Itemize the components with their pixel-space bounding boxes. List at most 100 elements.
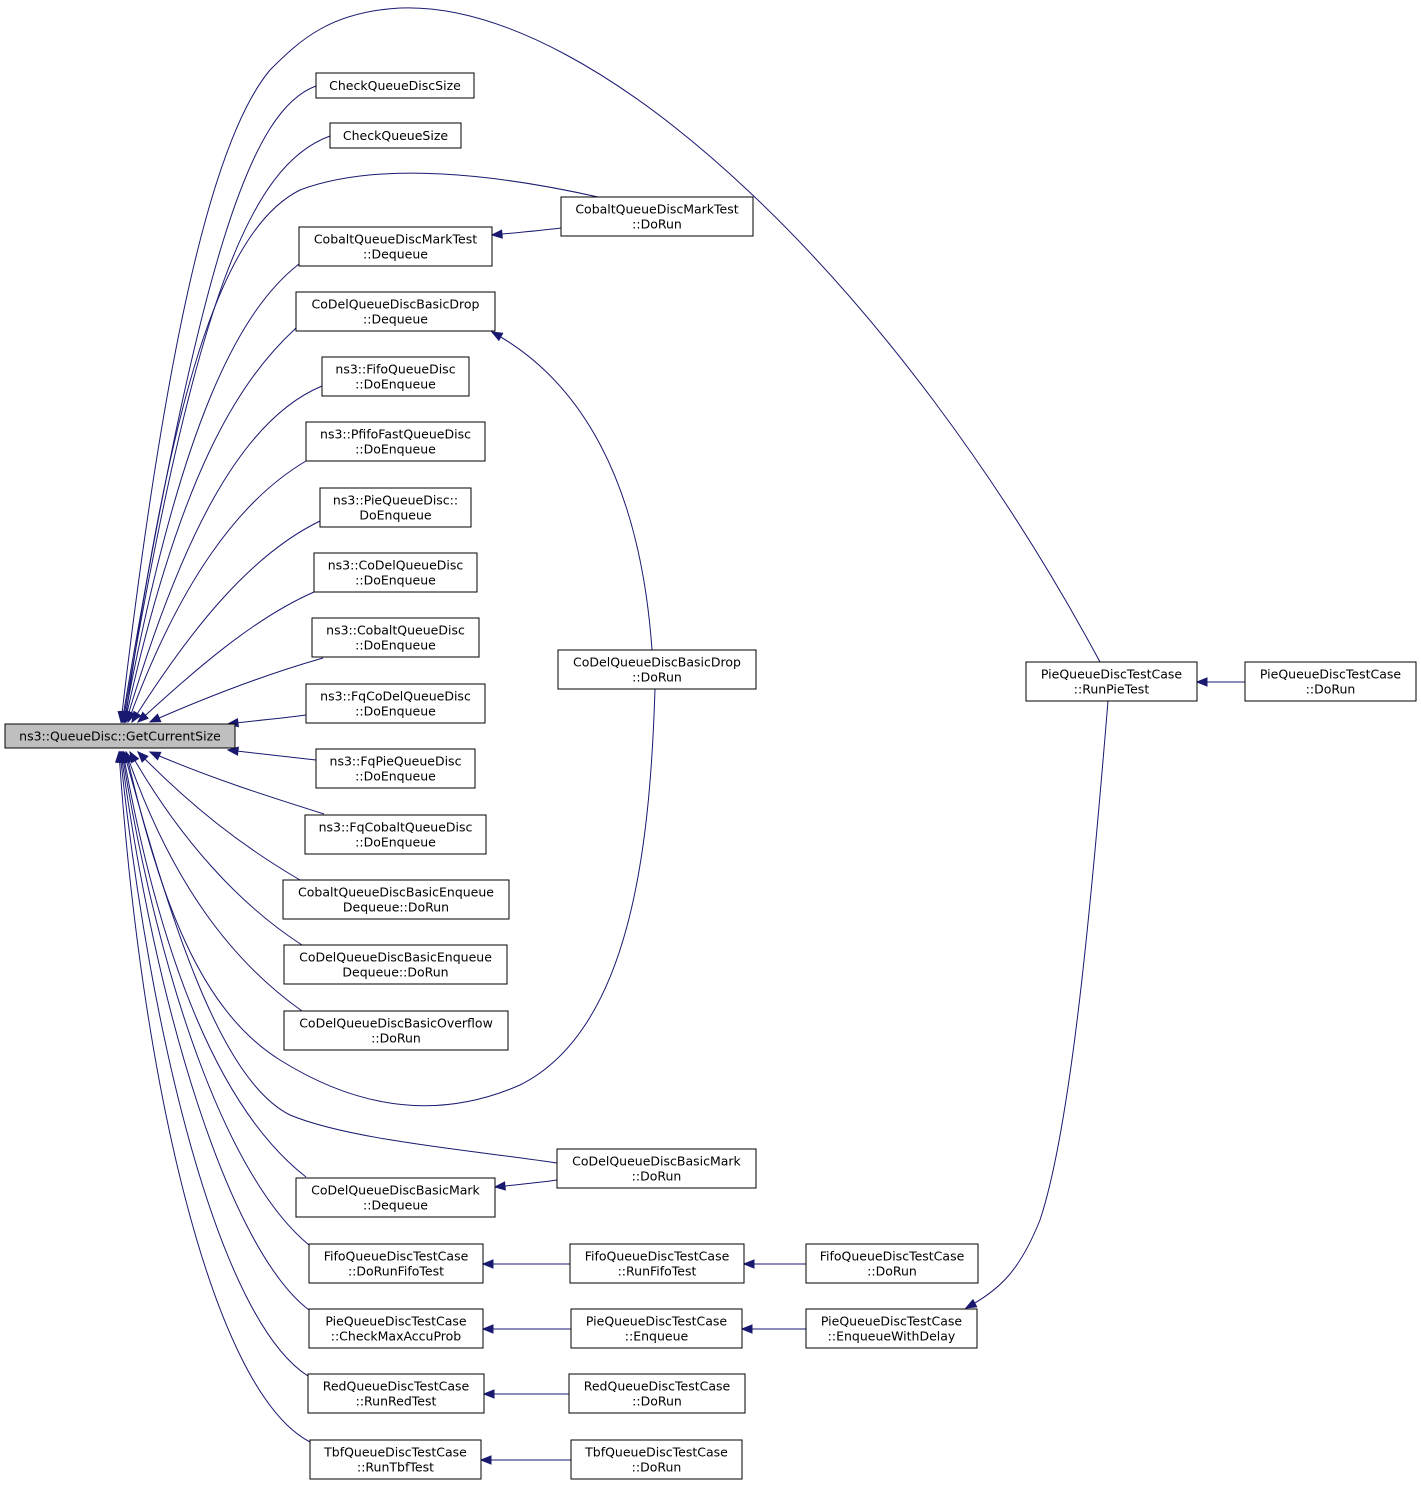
node-box (308, 1243, 484, 1284)
edge-line (124, 172, 599, 723)
node-box (298, 226, 493, 267)
arrowhead-icon (148, 751, 162, 761)
edge-line (125, 751, 303, 1012)
arrowhead-icon (490, 331, 504, 342)
node-pie-dorun[interactable]: PieQueueDiscTestCase::DoRun (1244, 661, 1417, 702)
node-red-dorun[interactable]: RedQueueDiscTestCase::DoRun (568, 1373, 746, 1414)
node-tbf-dorun[interactable]: TbfQueueDiscTestCase::DoRun (570, 1439, 743, 1480)
arrowhead-icon (1195, 677, 1208, 687)
node-label: ::DoRun (632, 670, 682, 685)
edge-line (125, 688, 656, 1107)
edge-line (149, 657, 324, 723)
node-box (315, 748, 476, 789)
arrowhead-icon (493, 1181, 506, 1191)
node-pie-checkmax[interactable]: PieQueueDiscTestCase::CheckMaxAccuProb (308, 1308, 484, 1349)
node-label: ::RunRedTest (356, 1394, 437, 1409)
node-fqcodel-enq[interactable]: ns3::FqCoDelQueueDisc::DoEnqueue (305, 683, 486, 724)
node-codel-basicdrop-dorun[interactable]: CoDelQueueDiscBasicDrop::DoRun (557, 649, 757, 690)
edge-fqcobalt_enq-to-root (148, 751, 325, 815)
node-pie-enqwithdelay[interactable]: PieQueueDiscTestCase::EnqueueWithDelay (805, 1308, 978, 1349)
node-label: PieQueueDiscTestCase (821, 1314, 962, 1329)
node-box (568, 1373, 746, 1414)
edge-red_dorun-to-red_runredtest (482, 1389, 569, 1399)
node-label: ::DoRun (1306, 682, 1356, 697)
node-red-runredtest[interactable]: RedQueueDiscTestCase::RunRedTest (307, 1373, 485, 1414)
node-box (556, 1148, 757, 1189)
node-tbf-runtbftest[interactable]: TbfQueueDiscTestCase::RunTbfTest (309, 1439, 482, 1480)
node-label: CobaltQueueDiscMarkTest (314, 232, 477, 247)
edge-codel_overflow-to-root (124, 750, 303, 1012)
node-label: Dequeue::DoRun (342, 965, 448, 980)
node-fifo-runfifotest[interactable]: FifoQueueDiscTestCase::RunFifoTest (569, 1243, 745, 1284)
node-box (309, 1439, 482, 1480)
node-fifo-dorunfifotest[interactable]: FifoQueueDiscTestCase::DoRunFifoTest (308, 1243, 484, 1284)
node-codel-mark-dorun[interactable]: CoDelQueueDiscBasicMark::DoRun (556, 1148, 757, 1189)
node-box (282, 879, 510, 920)
edge-cobalt_mark_dorun-to-cobalt_mark_deq (490, 227, 562, 239)
node-box (283, 944, 508, 985)
node-pie-enq[interactable]: ns3::PieQueueDisc::DoEnqueue (319, 487, 472, 528)
node-codel-enq[interactable]: ns3::CoDelQueueDisc::DoEnqueue (313, 552, 478, 593)
edge-codel_basicdrop_dorun-to-codel_basicdrop_deq (490, 331, 653, 651)
node-box (295, 1177, 496, 1218)
edge-pfifo_enq-to-root (127, 460, 307, 724)
node-root[interactable]: ns3::QueueDisc::GetCurrentSize (4, 723, 236, 749)
edge-layer (114, 7, 1245, 1465)
node-pie-enqueue[interactable]: PieQueueDiscTestCase::Enqueue (570, 1308, 743, 1349)
node-label: Dequeue::DoRun (343, 900, 449, 915)
node-label: ::DoRun (371, 1031, 421, 1046)
edge-line (227, 714, 307, 725)
node-label: ns3::PfifoFastQueueDisc (320, 427, 471, 442)
arrowhead-icon (121, 710, 132, 724)
node-cobalt-mark-dorun[interactable]: CobaltQueueDiscMarkTest::DoRun (560, 196, 754, 237)
edge-line (121, 85, 317, 723)
node-fqcobalt-enq[interactable]: ns3::FqCobaltQueueDisc::DoEnqueue (304, 814, 487, 855)
edge-pie_runpietest-to-root (117, 7, 1101, 724)
node-box (319, 487, 472, 528)
arrowhead-icon (740, 1324, 753, 1334)
edge-line (123, 263, 300, 723)
node-label: ::DoRun (632, 1460, 682, 1475)
node-label: ns3::PieQueueDisc:: (333, 493, 458, 508)
node-label: CobaltQueueDiscBasicEnqueue (298, 885, 494, 900)
node-check-q-size[interactable]: CheckQueueSize (329, 122, 462, 149)
arrowhead-icon (481, 1259, 494, 1269)
node-codel-basicdrop-deq[interactable]: CoDelQueueDiscBasicDrop::Dequeue (295, 291, 496, 332)
node-check-qd-size[interactable]: CheckQueueDiscSize (315, 72, 475, 99)
node-cobalt-basic-enqdeq[interactable]: CobaltQueueDiscBasicEnqueueDequeue::DoRu… (282, 879, 510, 920)
edge-line (137, 751, 301, 881)
node-box (570, 1439, 743, 1480)
node-fqpie-enq[interactable]: ns3::FqPieQueueDisc::DoEnqueue (315, 748, 476, 789)
node-fifo-dorun[interactable]: FifoQueueDiscTestCase::DoRun (805, 1243, 979, 1284)
edge-codel_enq-to-root (137, 591, 315, 723)
node-label: ::DoRun (632, 1169, 682, 1184)
arrowhead-icon (482, 1389, 495, 1399)
edge-line (122, 751, 307, 1178)
edge-fifo_enq-to-root (124, 385, 323, 724)
node-label: ::RunTbfTest (357, 1460, 434, 1475)
edge-cobalt_mark_deq-to-root (121, 263, 300, 724)
node-label: ns3::FifoQueueDisc (335, 362, 455, 377)
edge-line (124, 327, 297, 723)
node-codel-overflow[interactable]: CoDelQueueDiscBasicOverflow::DoRun (283, 1010, 509, 1051)
node-box (560, 196, 754, 237)
node-label: RedQueueDiscTestCase (323, 1379, 470, 1394)
node-box (304, 814, 487, 855)
node-pie-runpietest[interactable]: PieQueueDiscTestCase::RunPieTest (1025, 661, 1198, 702)
node-pfifo-enq[interactable]: ns3::PfifoFastQueueDisc::DoEnqueue (305, 421, 486, 462)
node-cobalt-mark-deq[interactable]: CobaltQueueDiscMarkTest::Dequeue (298, 226, 493, 267)
node-box (313, 552, 478, 593)
node-label: TbfQueueDiscTestCase (584, 1445, 728, 1460)
node-codel-mark-deq[interactable]: CoDelQueueDiscBasicMark::Dequeue (295, 1177, 496, 1218)
node-box (315, 72, 475, 99)
node-box (570, 1308, 743, 1349)
node-fifo-enq[interactable]: ns3::FifoQueueDisc::DoEnqueue (321, 356, 470, 397)
edge-line (965, 700, 1109, 1309)
node-cobalt-enq[interactable]: ns3::CobaltQueueDisc::DoEnqueue (311, 617, 480, 658)
edge-fifo_runfifotest-to-fifo_dorunfifotest (481, 1259, 570, 1269)
node-label: TbfQueueDiscTestCase (323, 1445, 467, 1460)
node-label: CobaltQueueDiscMarkTest (575, 202, 738, 217)
edge-codel_mark_dorun-to-root (122, 750, 558, 1164)
